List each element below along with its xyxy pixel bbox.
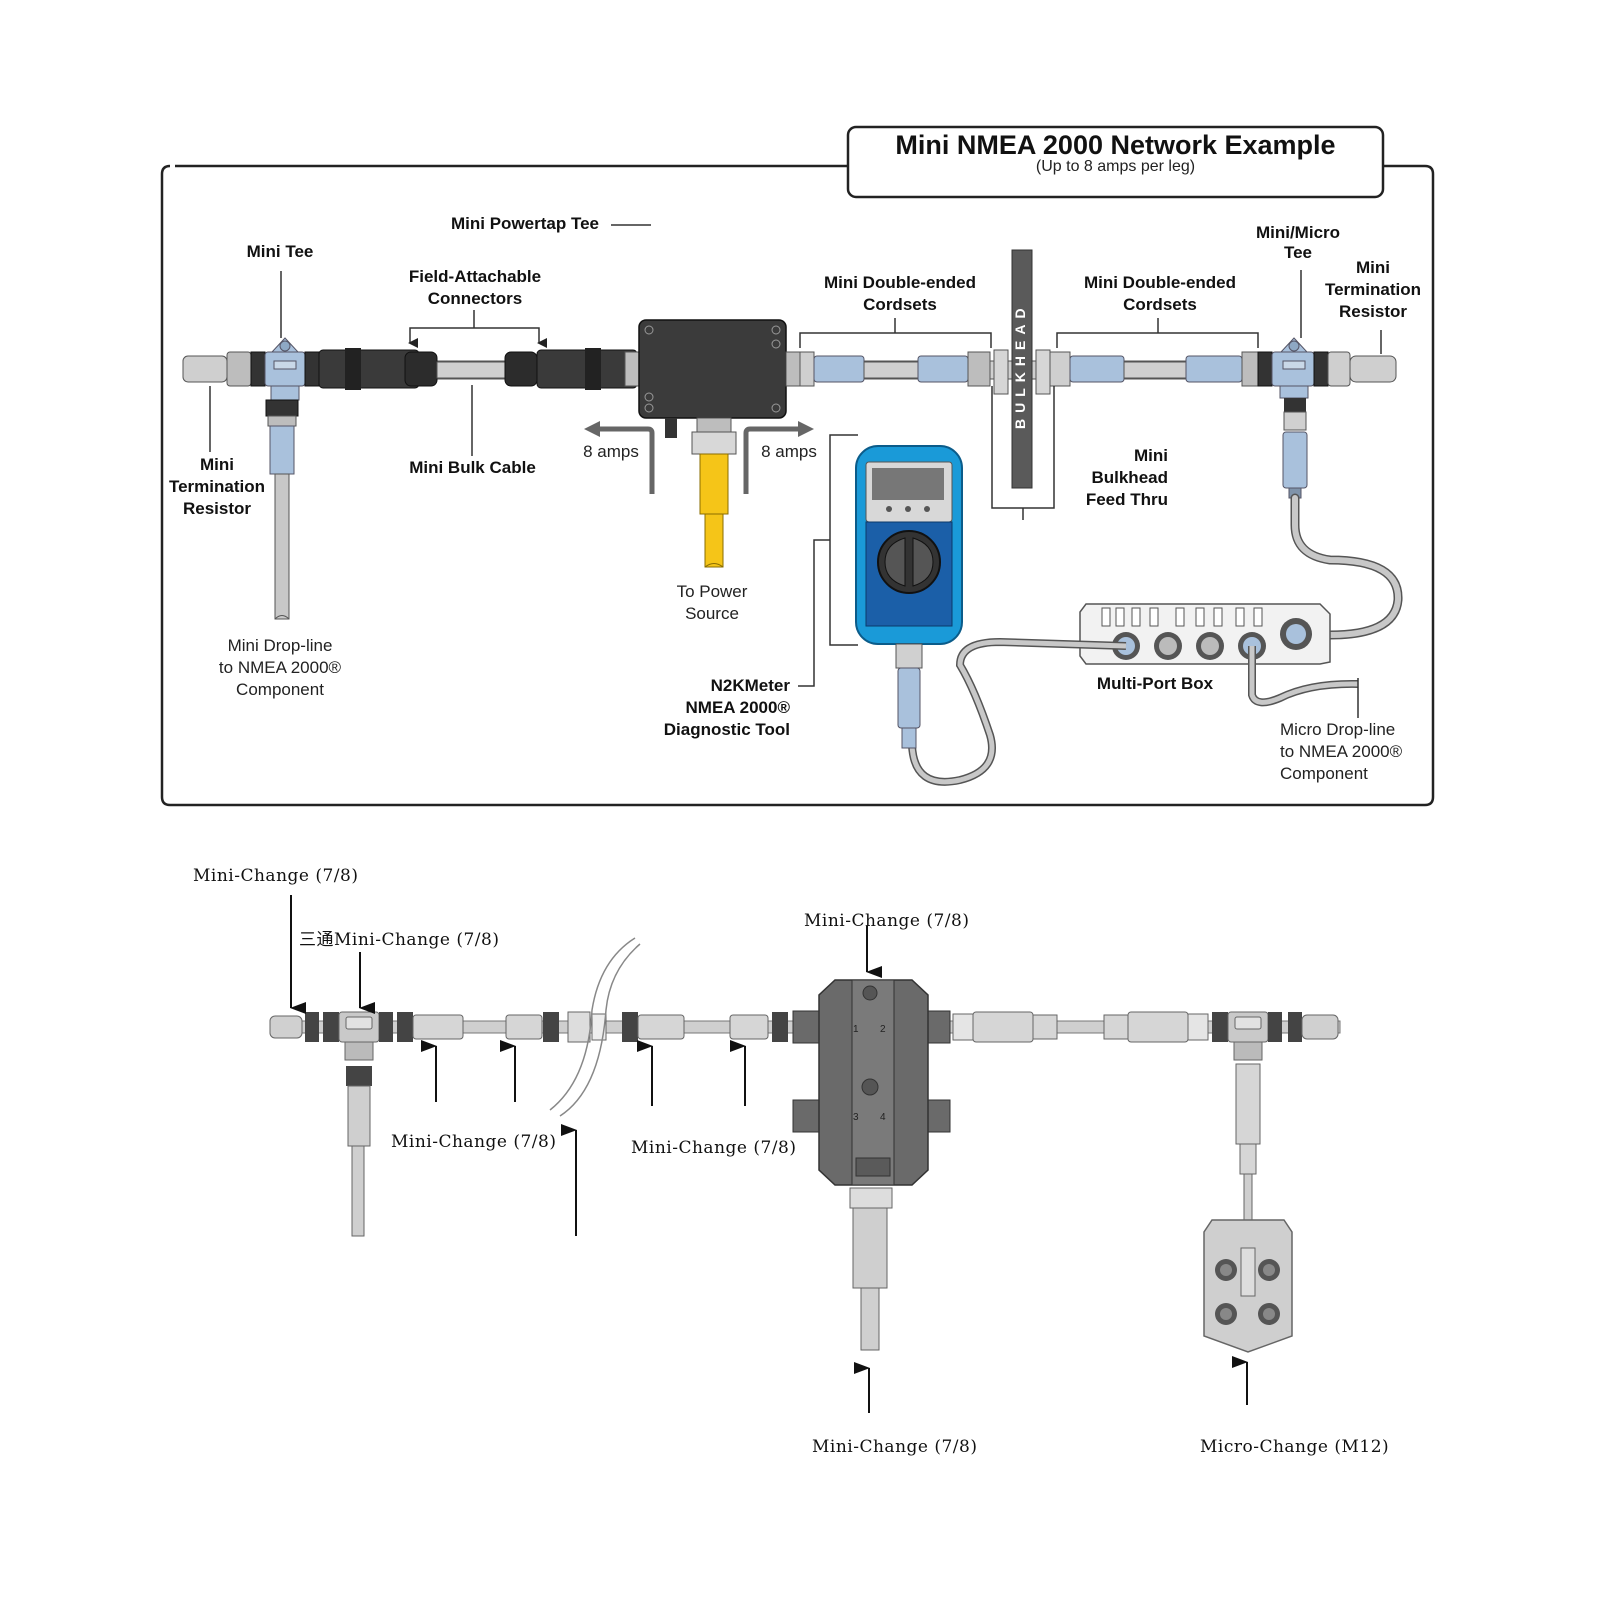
- title-subtitle: (Up to 8 amps per leg): [1035, 158, 1196, 175]
- label-line: Source: [685, 604, 739, 623]
- label-mini-micro-tee: Mini/Micro Tee: [1246, 223, 1350, 263]
- amps-arrow-right-head: [798, 421, 814, 437]
- port-2-number: 2: [880, 1024, 886, 1035]
- label-line: Termination: [1324, 280, 1422, 299]
- cordsets-left-graphic: [799, 351, 991, 387]
- label-line: Feed Thru: [1085, 490, 1168, 509]
- label-line: Component: [236, 680, 324, 699]
- label-mini-tee: Mini Tee: [246, 242, 314, 261]
- label-line: N2KMeter: [710, 676, 790, 695]
- powertap-tee-graphic: [638, 319, 801, 568]
- mini-tee-left-graphic: [264, 337, 320, 620]
- label-mini-drop-line: Mini Drop-line to NMEA 2000® Component: [205, 635, 355, 701]
- label-line: Mini: [1134, 446, 1168, 465]
- label-line: Resistor: [1338, 302, 1408, 321]
- label-bottom-terminator: Mini-Change (7/8): [193, 866, 359, 886]
- label-mini-bulk-cable: Mini Bulk Cable: [409, 458, 536, 477]
- label-line: Mini: [1356, 258, 1390, 277]
- label-line: Mini Double-ended: [1083, 273, 1237, 292]
- mini-termination-resistor-left-graphic: [182, 351, 266, 387]
- multi-port-box-graphic: [1079, 603, 1331, 665]
- label-line: Bulkhead: [1091, 468, 1168, 487]
- label-line: Connectors: [427, 289, 523, 308]
- title-box: [846, 125, 1385, 199]
- bottom-micro-multiport: [1203, 1219, 1293, 1353]
- label-line: Resistor: [182, 499, 252, 518]
- label-bottom-cordset-left: Mini-Change (7/8): [391, 1132, 557, 1152]
- cordsets-right-graphic: [1049, 351, 1273, 387]
- mini-micro-tee-graphic: [1271, 337, 1397, 499]
- label-line: to NMEA 2000®: [218, 658, 342, 677]
- bottom-tee-left: [323, 1011, 393, 1237]
- field-attachable-connectors-graphic: [318, 348, 640, 390]
- label-line: Micro Drop-line: [1280, 720, 1396, 739]
- label-mini-termination-resistor-left: Mini Termination Resistor: [162, 454, 272, 520]
- label-field-attachable-connectors: Field-Attachable Connectors: [395, 266, 555, 310]
- label-line: Cordsets: [863, 295, 937, 314]
- amps-arrow-left-head: [584, 421, 600, 437]
- label-bottom-power-tee: Mini-Change (7/8): [804, 911, 970, 931]
- bottom-powertap: 1 2 3 4: [792, 979, 951, 1351]
- label-mini-termination-resistor-right: Mini Termination Resistor: [1318, 257, 1428, 323]
- label-amps-left: 8 amps: [583, 442, 639, 461]
- label-amps-right: 8 amps: [761, 442, 817, 461]
- label-line: Mini/Micro: [1255, 223, 1341, 242]
- label-line: Termination: [168, 477, 266, 496]
- label-bottom-multi-port: Micro-Change (M12): [1200, 1437, 1390, 1457]
- label-line: NMEA 2000®: [685, 698, 791, 717]
- label-mini-double-ended-cordsets-left: Mini Double-ended Cordsets: [805, 272, 995, 316]
- label-mini-double-ended-cordsets-right: Mini Double-ended Cordsets: [1065, 272, 1255, 316]
- label-line: Component: [1280, 764, 1368, 783]
- amps-arrow-right: [743, 426, 806, 494]
- label-bulkhead: BULKHEAD: [1012, 302, 1028, 429]
- label-bottom-cordset-right: Mini-Change (7/8): [631, 1138, 797, 1158]
- diagram-title: Mini NMEA 2000 Network Example (Up to 8 …: [848, 130, 1383, 178]
- bottom-field-connectors: [952, 1011, 1209, 1043]
- port-4-number: 4: [880, 1112, 886, 1123]
- diagram-frame: [160, 164, 1435, 807]
- port-3-number: 3: [853, 1112, 859, 1123]
- label-line: Mini Drop-line: [227, 636, 333, 655]
- label-bottom-tee: 三通Mini-Change (7/8): [299, 930, 500, 950]
- arrows-bottom: [290, 895, 1248, 1413]
- label-to-power-source: To Power Source: [660, 581, 764, 625]
- bulkhead-graphic: [993, 249, 1051, 489]
- label-line: Cordsets: [1123, 295, 1197, 314]
- bottom-tee-right: [1212, 1011, 1339, 1221]
- label-line: Field-Attachable: [408, 267, 542, 286]
- label-line: Mini Double-ended: [823, 273, 977, 292]
- label-line: Diagnostic Tool: [663, 720, 790, 739]
- bottom-terminator-left: [269, 1012, 319, 1042]
- n2kmeter-graphic: [855, 445, 963, 749]
- label-line: Mini: [200, 455, 234, 474]
- bottom-cordset-2: [622, 1012, 788, 1042]
- port-1-number: 1: [853, 1024, 859, 1035]
- amps-arrow-left: [592, 426, 655, 494]
- label-mini-bulkhead-feed-thru: Mini Bulkhead Feed Thru: [1068, 445, 1168, 511]
- label-micro-drop-line: Micro Drop-line to NMEA 2000® Component: [1280, 719, 1420, 785]
- label-line: to NMEA 2000®: [1280, 742, 1403, 761]
- label-multi-port-box: Multi-Port Box: [1096, 674, 1214, 693]
- label-line: Tee: [1283, 243, 1313, 262]
- leader-lines-top: [209, 224, 1382, 718]
- bottom-cordset-1: [397, 1012, 559, 1042]
- title-main: Mini NMEA 2000 Network Example: [895, 130, 1336, 160]
- label-n2kmeter: N2KMeter NMEA 2000® Diagnostic Tool: [640, 675, 790, 741]
- label-line: To Power: [676, 582, 748, 601]
- label-mini-powertap-tee: Mini Powertap Tee: [451, 214, 599, 233]
- label-bottom-power-cable: Mini-Change (7/8): [812, 1437, 978, 1457]
- bottom-bulkhead: [549, 937, 641, 1117]
